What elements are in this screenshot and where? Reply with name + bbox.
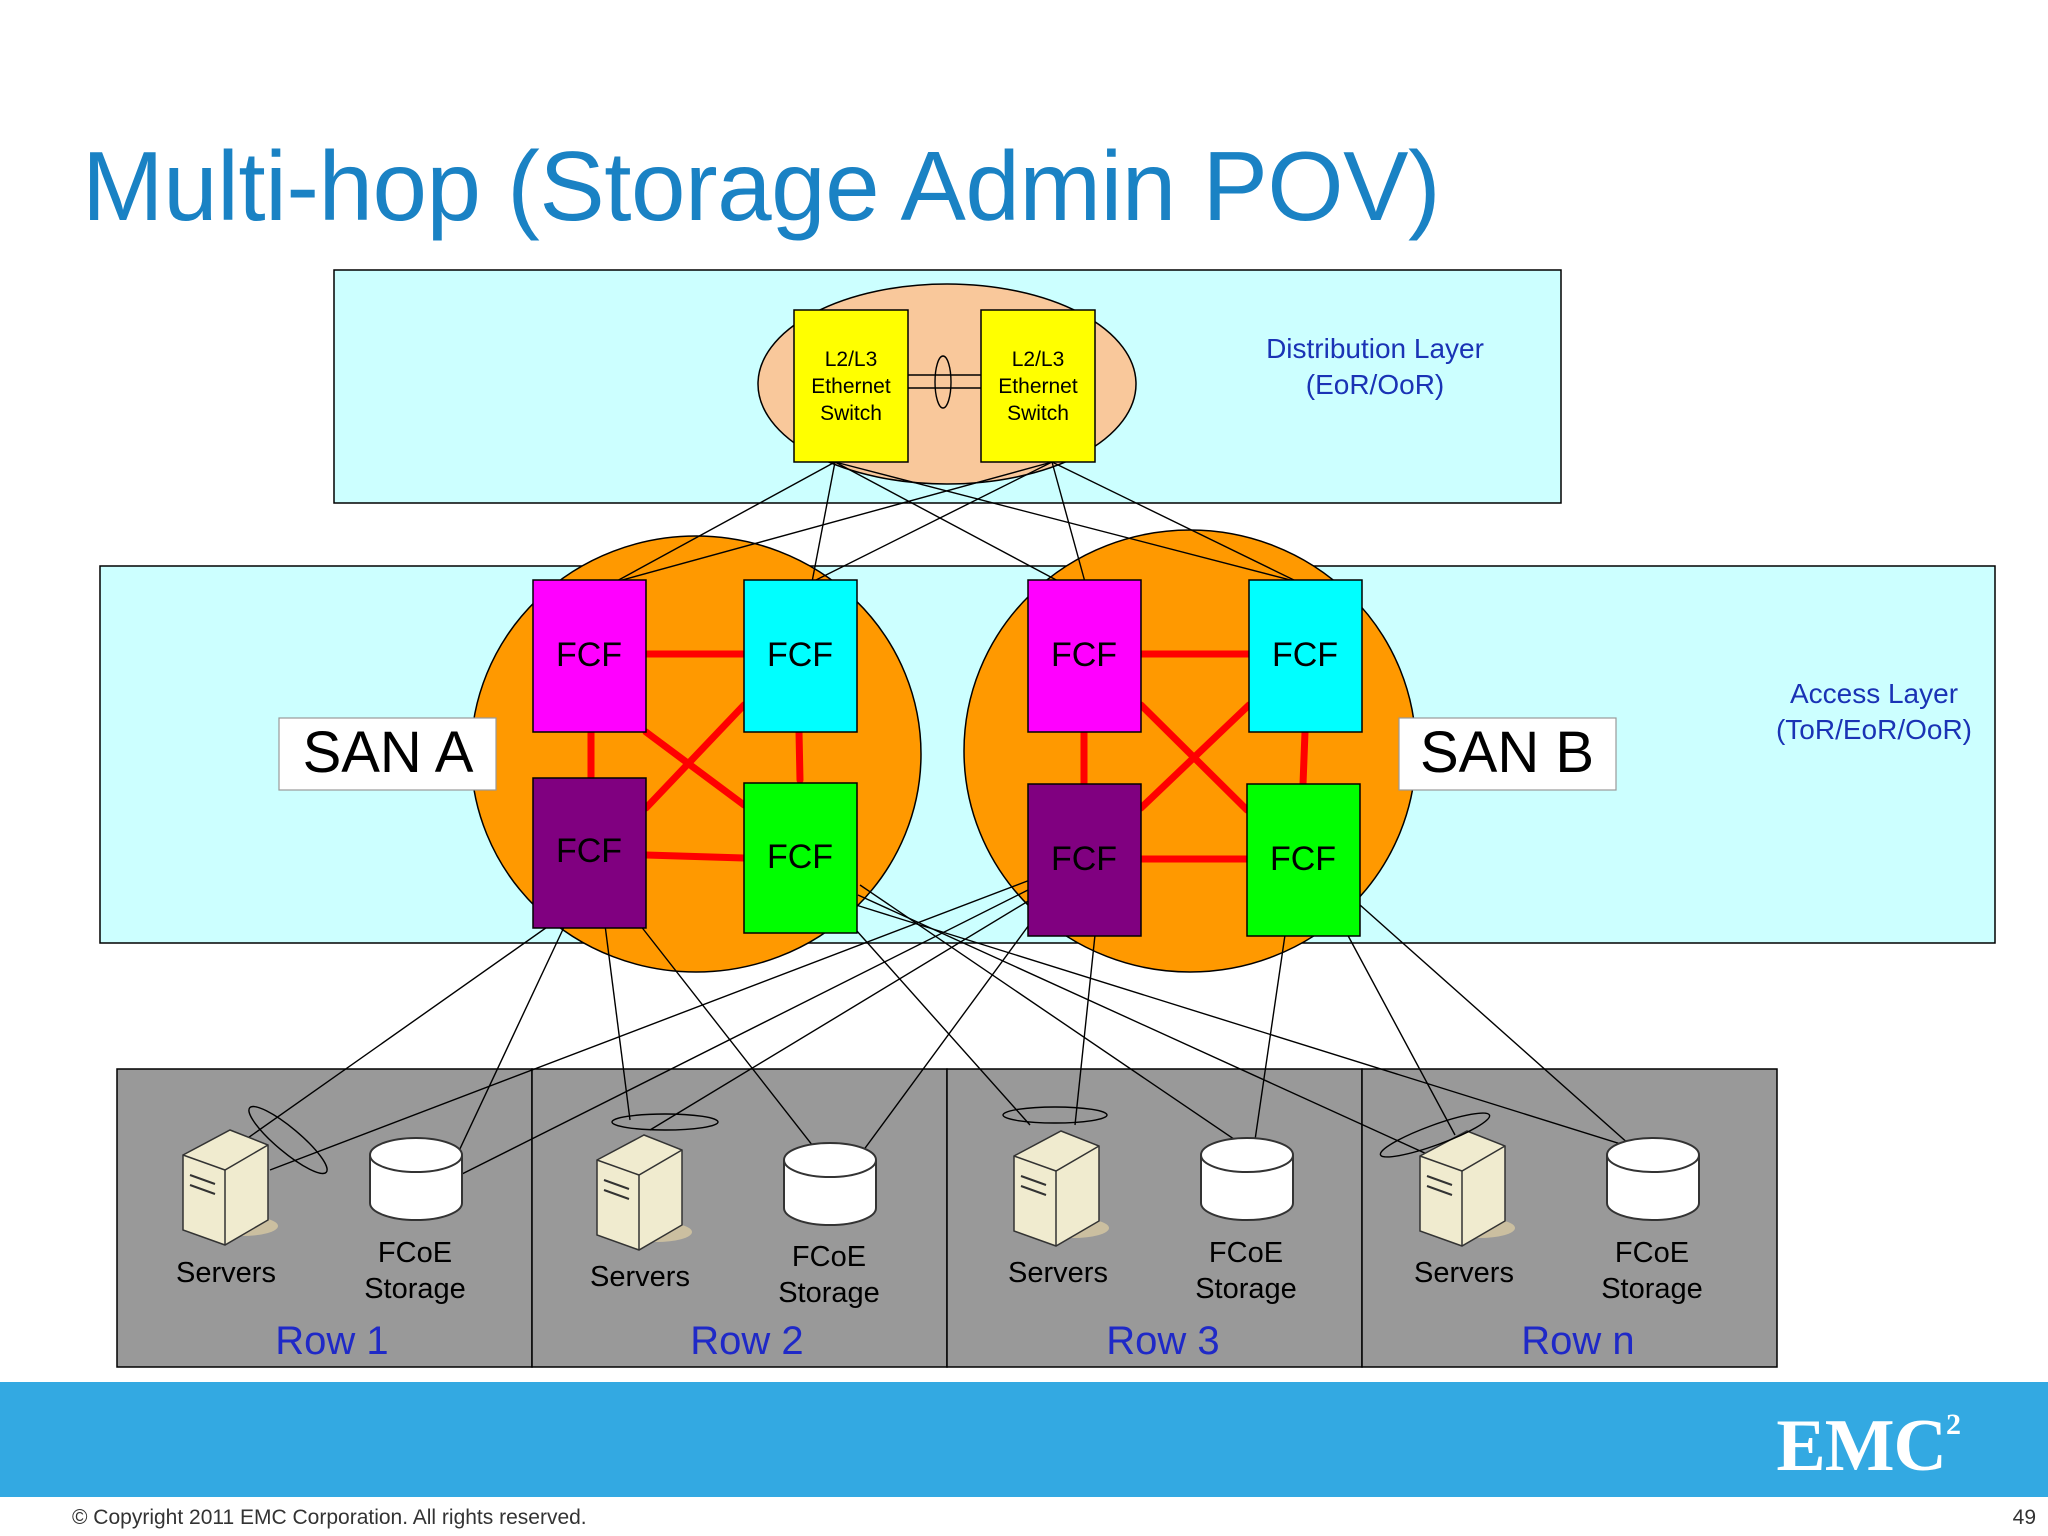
svg-text:Row n: Row n: [1521, 1319, 1634, 1363]
row-1: Servers FCoE Storage Row 1: [176, 1105, 466, 1363]
svg-text:Row 3: Row 3: [1106, 1319, 1219, 1363]
distribution-layer-label: Distribution Layer: [1266, 333, 1484, 364]
svg-text:FCoE: FCoE: [1615, 1237, 1689, 1269]
storage-icon: [369, 1137, 463, 1221]
svg-text:FCF: FCF: [556, 636, 622, 674]
svg-text:FCF: FCF: [1051, 840, 1117, 878]
server-nic-ring: [611, 1113, 719, 1131]
access-layer-label: Access Layer: [1790, 678, 1958, 709]
rows-panel: [116, 1068, 1778, 1368]
svg-text:L2/L3: L2/L3: [825, 348, 878, 371]
svg-text:Switch: Switch: [1007, 402, 1069, 425]
copyright-text: © Copyright 2011 EMC Corporation. All ri…: [72, 1506, 587, 1529]
distribution-layer-sublabel: (EoR/OoR): [1306, 369, 1444, 400]
san-b-label: SAN B: [1398, 717, 1617, 791]
svg-text:FCoE: FCoE: [378, 1237, 452, 1269]
svg-text:Servers: Servers: [590, 1261, 690, 1293]
switch-lag-ring: [934, 355, 952, 409]
server-icon: [1419, 1130, 1515, 1247]
svg-text:FCoE: FCoE: [1209, 1237, 1283, 1269]
san-b-fcf-top-right: FCF: [1248, 579, 1363, 733]
page-number: 49: [2012, 1506, 2036, 1529]
ethernet-switch-right: L2/L3 Ethernet Switch: [980, 309, 1096, 463]
san-a-fcf-top-left: FCF: [532, 579, 647, 733]
svg-text:Storage: Storage: [364, 1273, 466, 1305]
row-3: Servers FCoE Storage Row 3: [1002, 1106, 1297, 1363]
san-b-fcf-bottom-left: FCF: [1027, 783, 1142, 937]
svg-text:Ethernet: Ethernet: [998, 375, 1078, 398]
ethernet-switch-left: L2/L3 Ethernet Switch: [793, 309, 909, 463]
svg-text:Switch: Switch: [820, 402, 882, 425]
san-a-fcf-top-right: FCF: [743, 579, 858, 733]
slide-title: Multi-hop (Storage Admin POV): [82, 131, 1441, 241]
svg-text:FCF: FCF: [1270, 840, 1336, 878]
san-a-label: SAN A: [278, 717, 497, 791]
svg-text:Storage: Storage: [1601, 1273, 1703, 1305]
san-a-fcf-bottom-right: FCF: [743, 782, 858, 934]
svg-text:L2/L3: L2/L3: [1012, 348, 1065, 371]
emc-logo: EMC2: [1776, 1405, 1961, 1487]
san-b-fcf-top-left: FCF: [1027, 579, 1142, 733]
server-icon: [596, 1134, 692, 1251]
server-nic-ring: [1002, 1106, 1108, 1124]
svg-text:FCF: FCF: [556, 832, 622, 870]
svg-text:SAN B: SAN B: [1420, 720, 1594, 785]
san-b-fcf-bottom-right: FCF: [1246, 783, 1361, 937]
network-links: [244, 374, 1641, 1176]
san-a-fcf-bottom-left: FCF: [532, 777, 647, 929]
storage-icon: [1606, 1137, 1700, 1221]
storage-icon: [1200, 1137, 1294, 1221]
san-a-isl-links: [587, 650, 804, 862]
server-nic-ring: [1379, 1112, 1491, 1158]
svg-text:Servers: Servers: [176, 1257, 276, 1289]
svg-text:FCF: FCF: [1272, 636, 1338, 674]
access-layer-sublabel: (ToR/EoR/OoR): [1776, 714, 1972, 745]
svg-text:FCF: FCF: [767, 636, 833, 674]
server-icon: [182, 1129, 278, 1246]
svg-text:Storage: Storage: [1195, 1273, 1297, 1305]
svg-text:Row 1: Row 1: [275, 1319, 388, 1363]
server-nic-ring: [248, 1105, 328, 1175]
svg-text:Servers: Servers: [1414, 1257, 1514, 1289]
row-n: Servers FCoE Storage Row n: [1379, 1112, 1703, 1363]
svg-text:FCF: FCF: [767, 838, 833, 876]
storage-icon: [783, 1142, 877, 1226]
row-2: Servers FCoE Storage Row 2: [590, 1113, 880, 1363]
svg-text:Row 2: Row 2: [690, 1319, 803, 1363]
svg-text:Servers: Servers: [1008, 1257, 1108, 1289]
footer-bar: EMC2: [0, 1382, 2048, 1497]
svg-text:SAN A: SAN A: [303, 720, 474, 785]
svg-text:Ethernet: Ethernet: [811, 375, 891, 398]
san-b-isl-links: [1080, 650, 1309, 863]
server-icon: [1013, 1130, 1109, 1247]
svg-text:Storage: Storage: [778, 1277, 880, 1309]
svg-text:FCoE: FCoE: [792, 1241, 866, 1273]
svg-text:FCF: FCF: [1051, 636, 1117, 674]
